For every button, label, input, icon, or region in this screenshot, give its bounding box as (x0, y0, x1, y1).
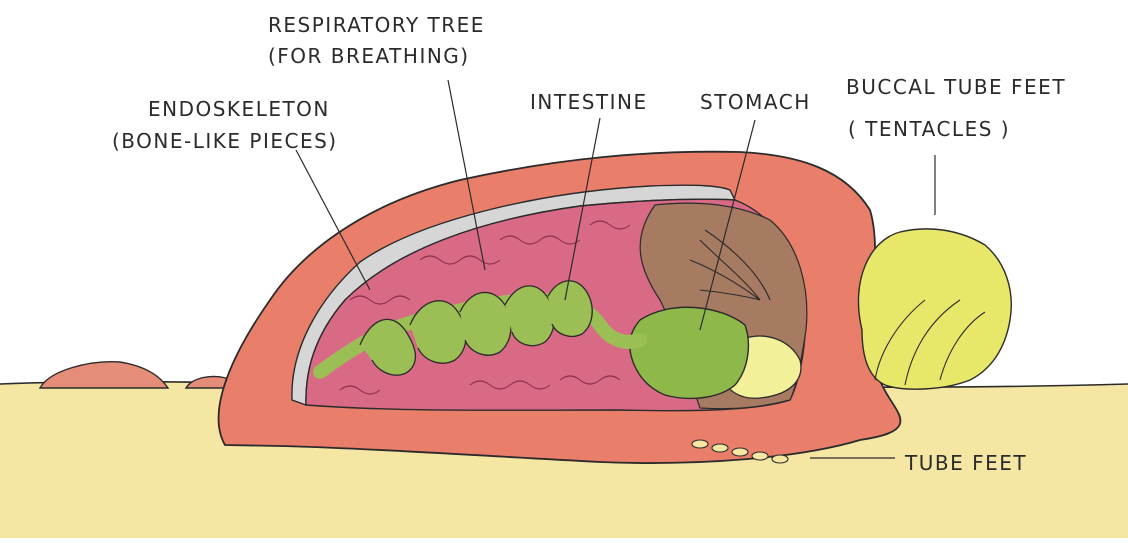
rock-left (40, 362, 168, 388)
label-endoskeleton-line2: (BONE-LIKE PIECES) (112, 129, 338, 153)
label-intestine: INTESTINE (530, 90, 648, 114)
buccal-tentacles (858, 229, 1011, 389)
label-endoskeleton-line1: ENDOSKELETON (148, 97, 330, 121)
label-stomach: STOMACH (700, 90, 811, 114)
stomach (630, 307, 749, 398)
label-respiratory-tree-line2: (FOR BREATHING) (268, 44, 470, 68)
label-buccal-tube-feet-line2: ( TENTACLES ) (848, 117, 1010, 141)
label-respiratory-tree-line1: RESPIRATORY TREE (268, 13, 485, 37)
label-buccal-tube-feet-line1: BUCCAL TUBE FEET (846, 75, 1066, 99)
label-tube-feet: TUBE FEET (904, 451, 1027, 475)
